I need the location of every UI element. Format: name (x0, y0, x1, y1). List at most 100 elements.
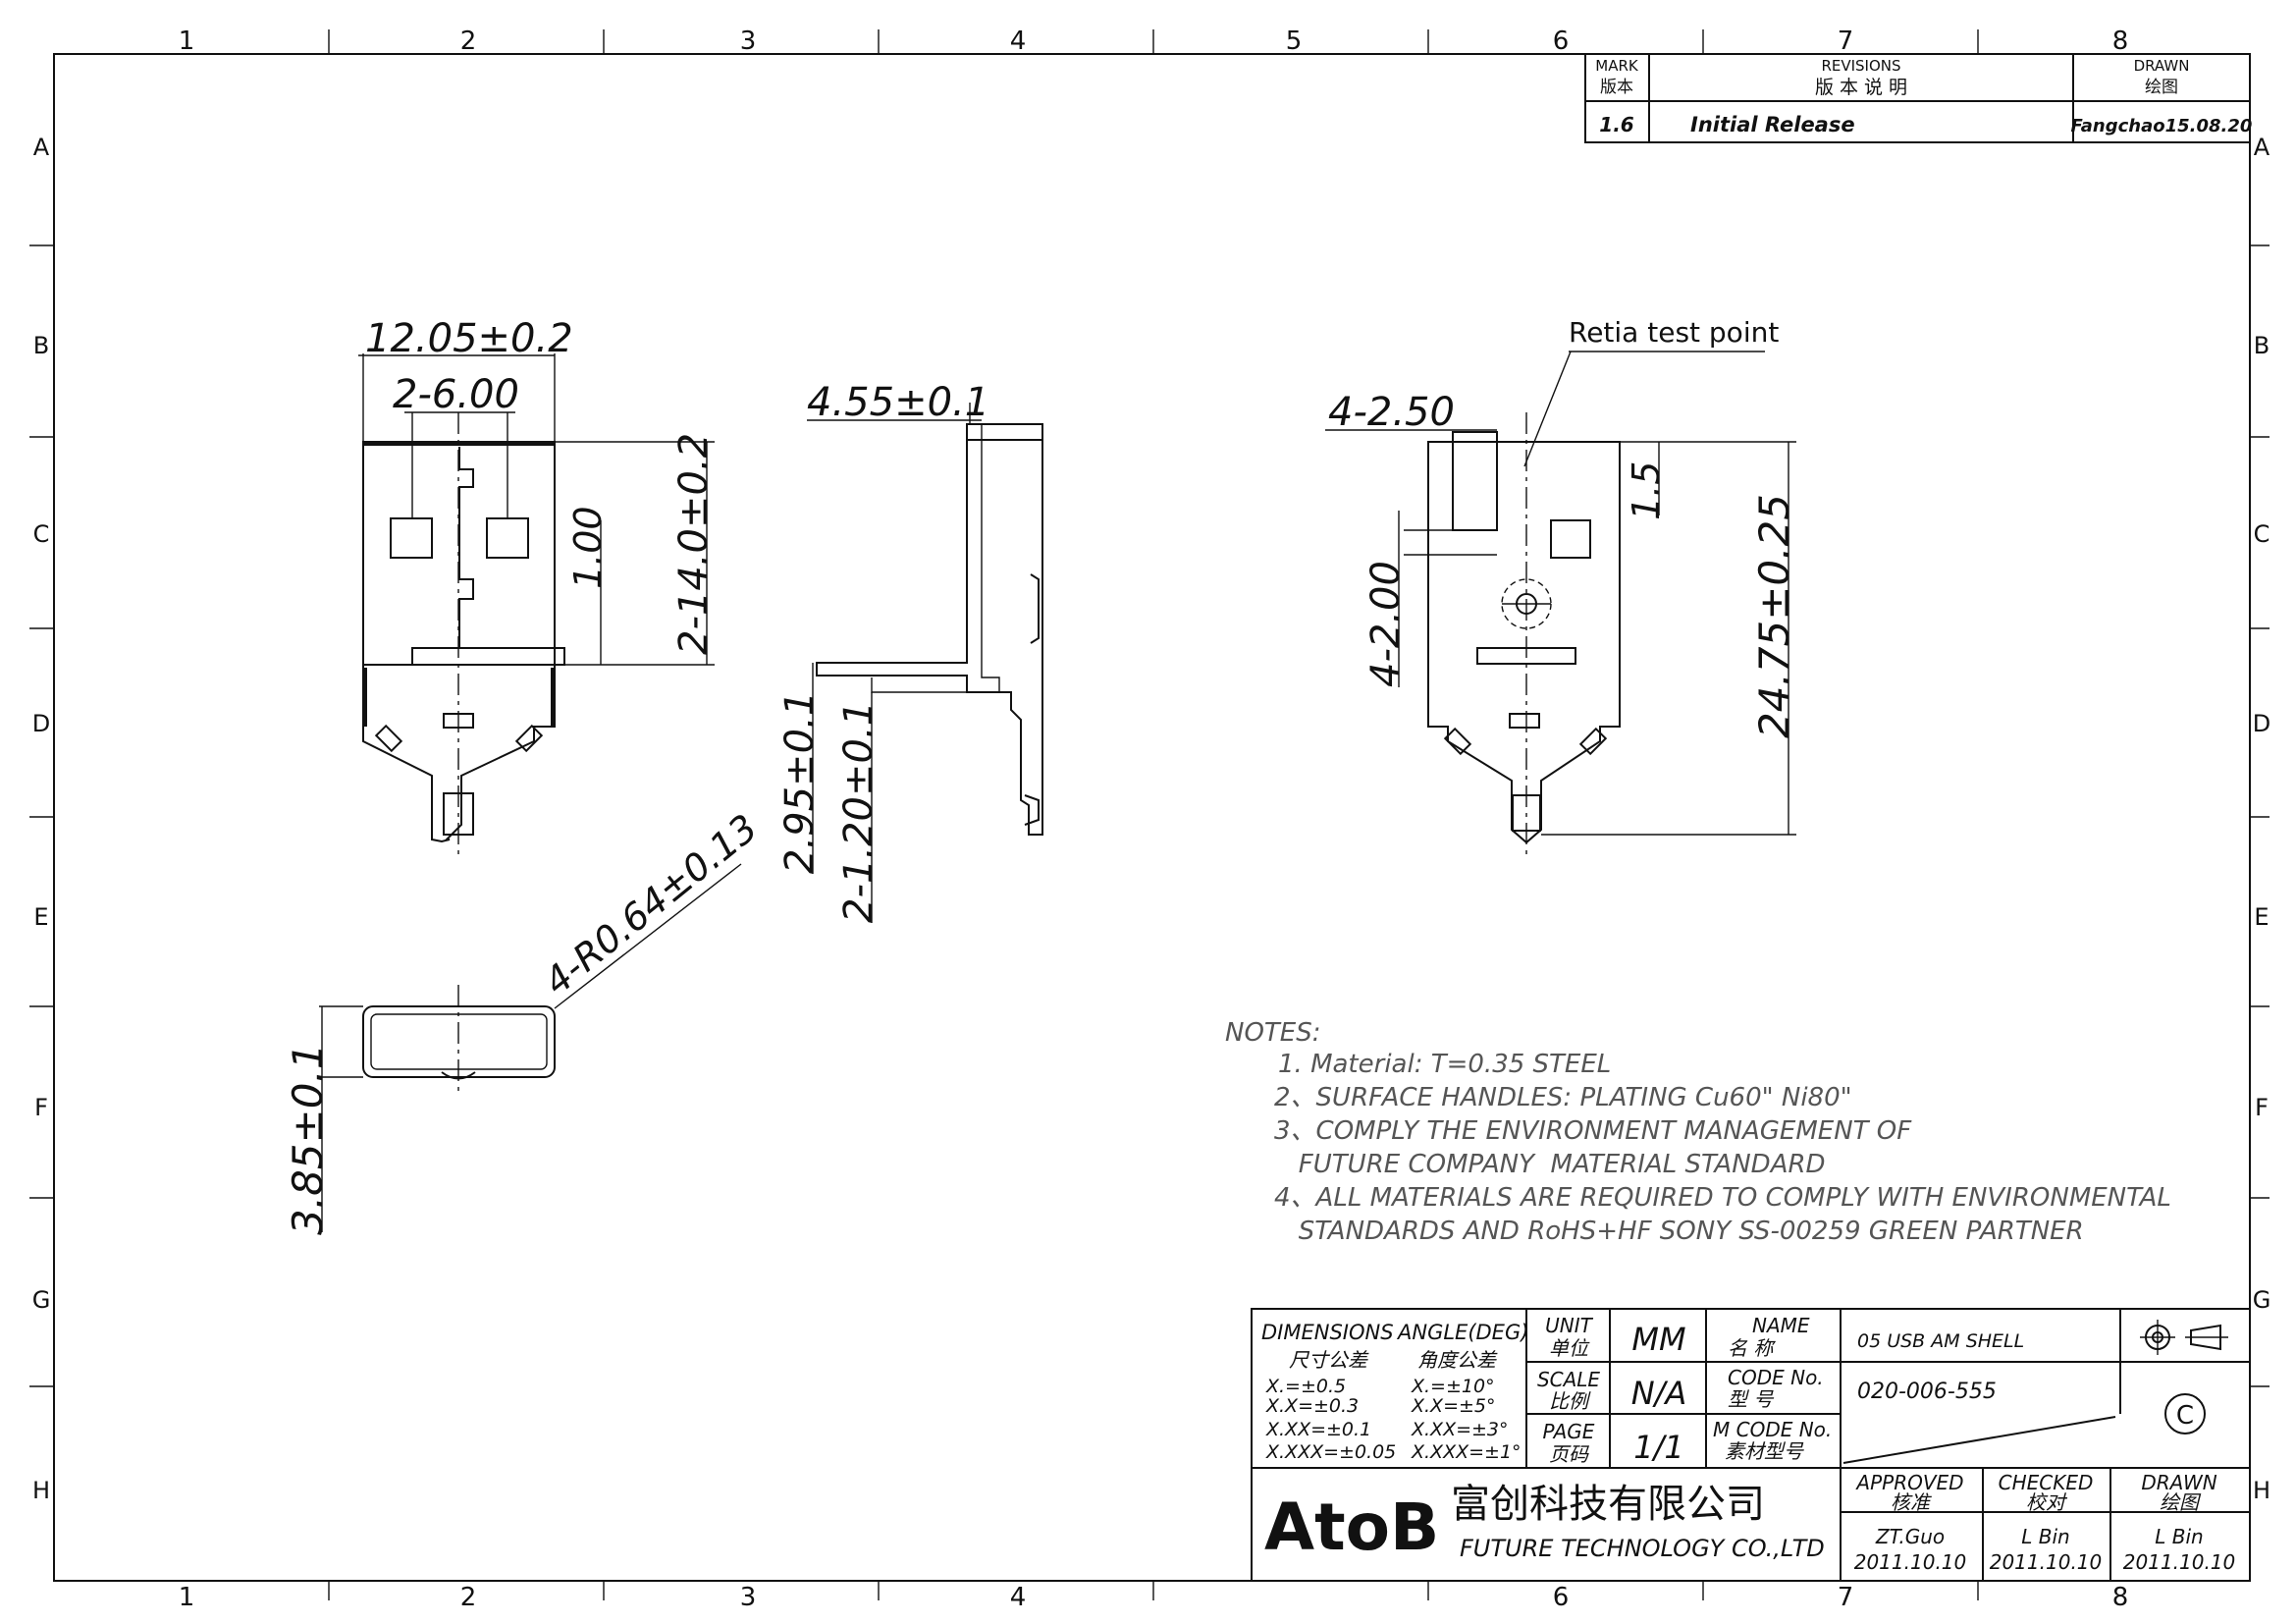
rev-drawn-label: DRAWN (2134, 57, 2190, 75)
zone-row-h-right: H (2253, 1477, 2270, 1504)
dim-pin-spacing: 2-6.00 (393, 372, 519, 417)
dim-width: 12.05±0.2 (365, 316, 573, 361)
tb-approved-label: APPROVED (1854, 1471, 1963, 1494)
tb-name-label-cn: 名 称 (1728, 1336, 1776, 1360)
dim-height: 3.85±0.1 (284, 1043, 332, 1235)
rev-drawn-label-cn: 绘图 (2145, 78, 2178, 97)
dim-length: 2-14.0±0.2 (671, 433, 717, 655)
zone-row-d: D (32, 710, 50, 737)
tb-tol-dim-2: X.XX=±0.1 (1265, 1419, 1371, 1440)
zone-col-2-bottom: 2 (460, 1583, 477, 1612)
zone-row-e: E (33, 903, 48, 931)
tb-angle-label: ANGLE(DEG) (1396, 1321, 1528, 1344)
note-3: 3、COMPLY THE ENVIRONMENT MANAGEMENT OF (1274, 1116, 1912, 1146)
note-4: 4、ALL MATERIALS ARE REQUIRED TO COMPLY W… (1274, 1183, 2171, 1213)
tb-angle-label-cn: 角度公差 (1417, 1348, 1498, 1372)
tb-drawn-label: DRAWN (2141, 1471, 2216, 1494)
note-4-cont: STANDARDS AND RoHS+HF SONY SS-00259 GREE… (1274, 1217, 2084, 1246)
tb-checked-label-cn: 校对 (2026, 1490, 2068, 1514)
tb-tol-ang-1: X.X=±5° (1411, 1395, 1496, 1417)
rev-mark-label-cn: 版本 (1600, 78, 1633, 97)
zone-row-h: H (32, 1477, 50, 1504)
zone-col-6-bottom: 6 (1553, 1583, 1570, 1612)
zone-row-d-right: D (2253, 710, 2270, 737)
tb-page-label: PAGE (1543, 1420, 1595, 1443)
zone-row-c-right: C (2254, 520, 2270, 548)
rear-view: 4-2.50 24.75±0.25 1.5 4-2.00 Retia test … (1325, 316, 1798, 854)
tb-page-value: 1/1 (1633, 1429, 1684, 1466)
tb-unit-value: MM (1631, 1321, 1685, 1358)
rev-drawn-value: Fangchao15.08.20 (2071, 116, 2253, 136)
dim-tab: 1.00 (566, 506, 610, 589)
zone-col-4-bottom: 4 (1010, 1583, 1027, 1612)
copyright-icon: C (2164, 1393, 2206, 1435)
zone-col-8-bottom: 8 (2112, 1583, 2129, 1612)
tb-scale-label-cn: 比例 (1549, 1389, 1591, 1413)
tb-checked-label: CHECKED (1999, 1471, 2094, 1494)
rev-mark-label: MARK (1595, 57, 1639, 75)
dim-radius: 4-R0.64±0.13 (536, 806, 766, 1003)
tb-unit-label-cn: 单位 (1549, 1336, 1590, 1360)
tb-code-value: 020-006-555 (1857, 1380, 1997, 1404)
notes-block: NOTES: 1. Material: T=0.35 STEEL 2、SURFA… (1225, 1018, 2171, 1246)
tb-checked-name: L Bin (2021, 1525, 2069, 1548)
zone-row-e-right: E (2254, 903, 2269, 931)
zone-col-7-bottom: 7 (1838, 1583, 1854, 1612)
tb-mcode-label-cn: 素材型号 (1725, 1439, 1804, 1463)
zone-col-3: 3 (740, 27, 757, 56)
zone-col-4: 4 (1010, 27, 1027, 56)
note-2: 2、SURFACE HANDLES: PLATING Cu60" Ni80" (1274, 1083, 1852, 1112)
company-logo: AtoB (1264, 1489, 1439, 1565)
zone-row-f-right: F (2255, 1094, 2269, 1121)
tb-tol-dim-1: X.X=±0.3 (1265, 1395, 1359, 1417)
zone-col-5: 5 (1286, 27, 1303, 56)
zone-row-g-right: G (2253, 1286, 2271, 1314)
dim-right-left: 4-2.00 (1363, 561, 1409, 687)
company-name-cn: 富创科技有限公司 (1451, 1482, 1765, 1527)
tb-tol-ang-3: X.XXX=±1° (1411, 1441, 1522, 1463)
tb-drawn-label-cn: 绘图 (2160, 1490, 2202, 1514)
tb-mcode-label: M CODE No. (1713, 1418, 1832, 1441)
dim-right-length: 24.75±0.25 (1750, 494, 1798, 738)
tb-approved-label-cn: 核准 (1891, 1490, 1932, 1514)
notes-title: NOTES: (1225, 1018, 1321, 1048)
tb-tol-ang-2: X.XX=±3° (1411, 1419, 1509, 1440)
tb-name-label: NAME (1752, 1314, 1810, 1337)
callout-test-point: Retia test point (1569, 316, 1779, 349)
tb-tol-ang-0: X.=±10° (1411, 1376, 1495, 1397)
end-view: 3.85±0.1 4-R0.64±0.13 (284, 806, 766, 1235)
zone-col-8: 8 (2112, 27, 2129, 56)
zone-col-2: 2 (460, 27, 477, 56)
tb-approved-date: 2011.10.10 (1854, 1550, 1967, 1574)
dim-right-top: 4-2.50 (1328, 390, 1455, 435)
note-3-cont: FUTURE COMPANY MATERIAL STANDARD (1274, 1150, 1826, 1179)
zone-row-c: C (33, 520, 50, 548)
tb-tol-dim-0: X.=±0.5 (1265, 1376, 1346, 1397)
tb-code-label: CODE No. (1728, 1366, 1824, 1389)
tb-unit-label: UNIT (1545, 1314, 1593, 1337)
rev-revisions-label-cn: 版 本 说 明 (1815, 77, 1907, 98)
side-view: 4.55±0.1 2.95±0.1 2-1.20±0.1 (777, 380, 1043, 923)
dim-side-h1: 2.95±0.1 (777, 691, 823, 874)
tb-name-value: 05 USB AM SHELL (1857, 1330, 2024, 1352)
dim-right-small: 1.5 (1625, 461, 1668, 520)
title-block: DIMENSIONS 尺寸公差 ANGLE(DEG) 角度公差 X.=±0.5 … (1251, 1308, 2251, 1582)
tb-code-label-cn: 型 号 (1728, 1387, 1774, 1411)
zone-row-b-right: B (2254, 332, 2269, 359)
dim-side-top: 4.55±0.1 (807, 380, 989, 425)
svg-text:C: C (2176, 1401, 2194, 1431)
revision-table: MARK 版本 REVISIONS 版 本 说 明 DRAWN 绘图 1.6 I… (1584, 53, 2253, 143)
tb-checked-date: 2011.10.10 (1990, 1550, 2103, 1574)
rev-mark-value: 1.6 (1599, 113, 1634, 136)
projection-symbol-icon (2140, 1320, 2228, 1355)
zone-col-1-bottom: 1 (179, 1583, 195, 1612)
rev-description: Initial Release (1690, 113, 1855, 136)
zone-row-f: F (34, 1094, 48, 1121)
dim-side-h2: 2-1.20±0.1 (836, 701, 881, 923)
tb-scale-label: SCALE (1537, 1368, 1600, 1391)
rev-revisions-label: REVISIONS (1821, 57, 1900, 75)
zone-row-b: B (33, 332, 49, 359)
note-1: 1. Material: T=0.35 STEEL (1278, 1050, 1611, 1079)
tb-tol-dim-3: X.XXX=±0.05 (1265, 1441, 1396, 1463)
tb-dimensions-label-cn: 尺寸公差 (1289, 1348, 1369, 1372)
